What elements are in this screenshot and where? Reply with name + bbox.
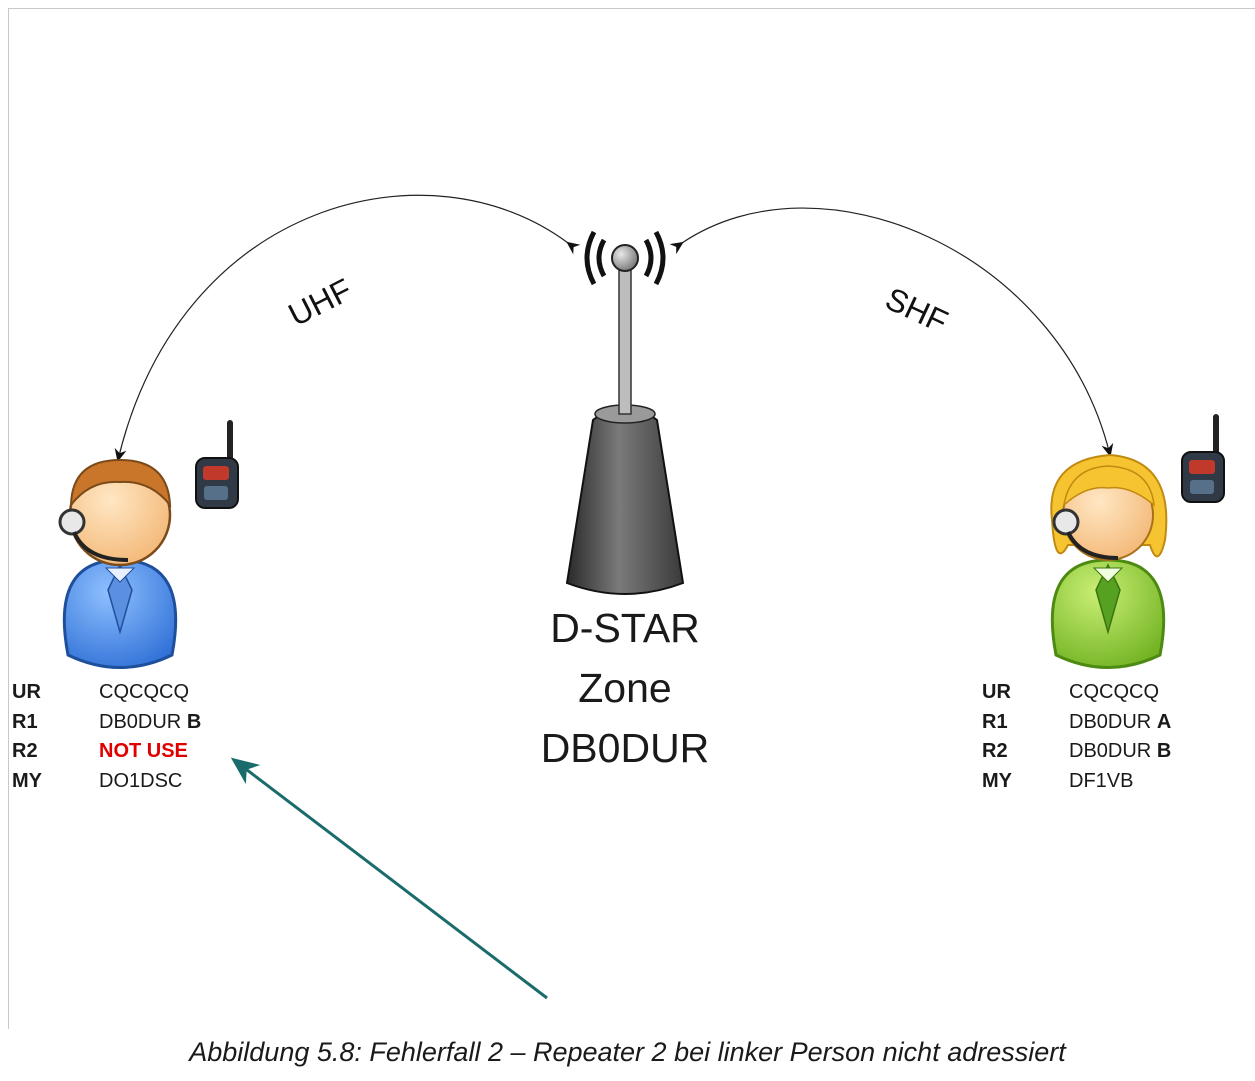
left-radio-icon: [195, 420, 239, 509]
uhf-label: UHF: [283, 271, 358, 333]
right-radio-icon: [1181, 414, 1225, 503]
config-key: R1: [12, 710, 38, 733]
zone-title-line2: Zone: [578, 665, 672, 711]
right-operator-icon: [1050, 453, 1168, 669]
pointer-arrow: [230, 757, 548, 1000]
repeater-tower-icon: [565, 230, 685, 595]
figure-caption: Abbildung 5.8: Fehlerfall 2 – Repeater 2…: [189, 1037, 1066, 1067]
config-value: CQCQCQ: [1069, 681, 1159, 703]
config-suffix: A: [1156, 710, 1172, 733]
config-row-r2: R2 NOT USE: [12, 737, 201, 767]
config-value: CQCQCQ: [99, 681, 189, 703]
zone-title-line3: DB0DUR: [540, 725, 710, 771]
config-value-warning: NOT USE: [99, 740, 188, 762]
left-station-config: UR CQCQCQ R1 DB0DUR B R2 NOT USE MY DO1DSC: [12, 678, 201, 796]
config-row-my: MY DF1VB: [982, 767, 1171, 797]
config-row-ur: UR CQCQCQ: [982, 678, 1171, 708]
left-operator-icon: [58, 458, 178, 669]
config-value: DB0DUR: [1069, 710, 1152, 733]
config-value: DB0DUR: [1069, 740, 1152, 762]
config-key: R1: [982, 710, 1008, 733]
config-key: R2: [982, 740, 1008, 762]
uhf-link-arc: [114, 194, 581, 462]
config-key: MY: [982, 769, 1012, 792]
config-key: MY: [12, 769, 42, 792]
shf-link-arc: [669, 207, 1114, 457]
config-row-r1: R1 DB0DUR A: [982, 708, 1171, 738]
config-suffix: B: [1156, 740, 1172, 762]
config-value: DO1DSC: [99, 769, 183, 792]
config-row-my: MY DO1DSC: [12, 767, 201, 797]
config-key: R2: [12, 740, 38, 762]
config-row-r1: R1 DB0DUR B: [12, 708, 201, 738]
figure-frame: [8, 8, 1255, 1029]
config-key: UR: [12, 681, 41, 703]
config-value: DF1VB: [1069, 769, 1134, 792]
shf-label: SHF: [880, 280, 953, 340]
config-row-r2: R2 DB0DUR B: [982, 737, 1171, 767]
config-suffix: B: [186, 710, 202, 733]
config-key: UR: [982, 681, 1011, 703]
config-row-ur: UR CQCQCQ: [12, 678, 201, 708]
config-value: DB0DUR: [99, 710, 182, 733]
zone-title-line1: D-STAR: [550, 605, 700, 651]
